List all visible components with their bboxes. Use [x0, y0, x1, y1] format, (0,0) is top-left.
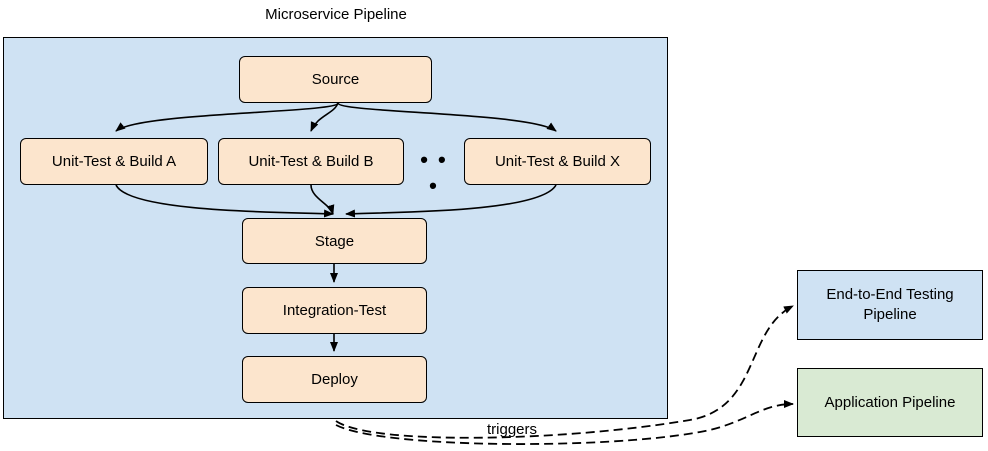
node-deploy: Deploy: [242, 356, 427, 403]
node-integration-test: Integration-Test: [242, 287, 427, 334]
node-build-x: Unit-Test & Build X: [464, 138, 651, 185]
edge-build-a-stage: [115, 184, 334, 218]
trigger-edge-application: [335, 400, 794, 445]
trigger-edge-e2e: [335, 305, 794, 439]
node-stage: Stage: [242, 218, 427, 264]
node-source: Source: [239, 56, 432, 103]
node-application-pipeline: Application Pipeline: [797, 368, 983, 437]
edge-build-b-stage: [310, 184, 335, 215]
edge-source-build-b: [310, 102, 339, 132]
edge-source-build-x: [337, 102, 557, 132]
node-build-b: Unit-Test & Build B: [218, 138, 404, 185]
edge-label-triggers: triggers: [487, 421, 538, 438]
edge-build-x-stage: [345, 184, 557, 218]
edge-source-build-a: [115, 102, 339, 132]
node-e2e-testing-pipeline: End-to-End Testing Pipeline: [797, 270, 983, 340]
node-build-a: Unit-Test & Build A: [20, 138, 208, 185]
ellipsis: • • •: [420, 147, 448, 198]
diagram-title: Microservice Pipeline: [265, 6, 407, 23]
